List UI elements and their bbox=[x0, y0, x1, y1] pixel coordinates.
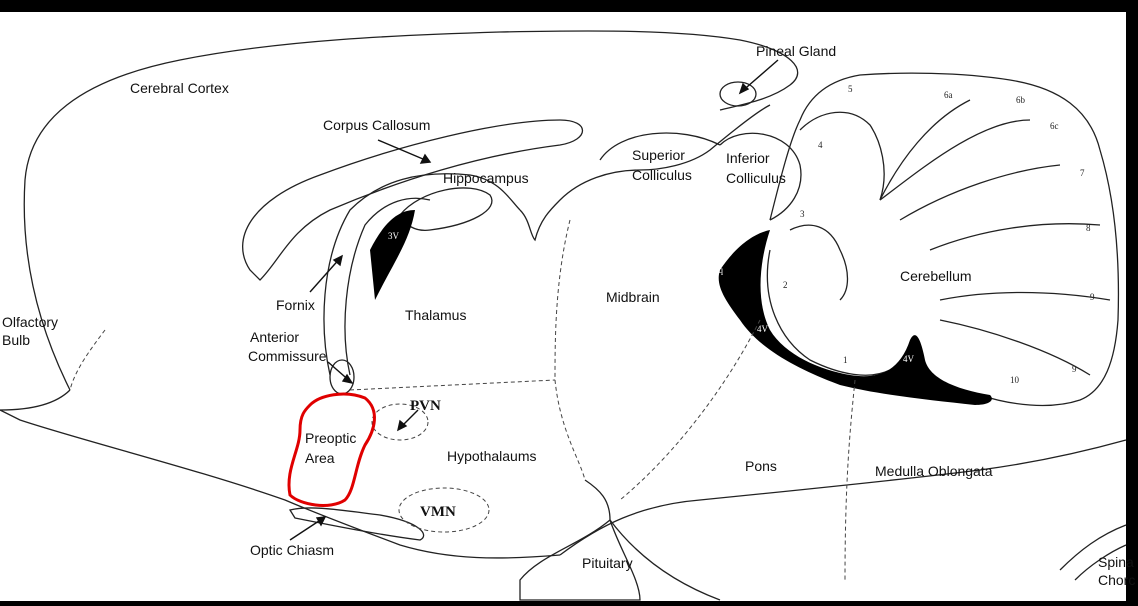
label-pons: Pons bbox=[745, 458, 777, 474]
label-4v-b: 4V bbox=[903, 354, 915, 364]
lobule-6b: 6b bbox=[1016, 95, 1026, 105]
lobule-7: 7 bbox=[1080, 168, 1085, 178]
lobule-6c: 6c bbox=[1050, 121, 1059, 131]
lobule-2: 2 bbox=[783, 280, 788, 290]
label-pineal-gland: Pineal Gland bbox=[756, 43, 836, 59]
label-inferior-colliculus-2: Colliculus bbox=[726, 170, 786, 186]
label-corpus-callosum: Corpus Callosum bbox=[323, 117, 430, 133]
label-preoptic-area-2: Area bbox=[305, 450, 335, 466]
lobule-1: 1 bbox=[843, 355, 848, 365]
lobule-5: 5 bbox=[848, 84, 853, 94]
label-anterior-commissure-1: Anterior bbox=[250, 329, 299, 345]
lobule-10: 10 bbox=[1010, 375, 1020, 385]
label-aq: Aq bbox=[712, 265, 723, 275]
lobule-8: 8 bbox=[1086, 223, 1091, 233]
label-superior-colliculus-2: Colliculus bbox=[632, 167, 692, 183]
top-border bbox=[0, 0, 1138, 12]
label-pvn: PVN bbox=[410, 398, 441, 414]
label-cerebellum: Cerebellum bbox=[900, 268, 972, 284]
right-border bbox=[1126, 0, 1138, 601]
label-3v: 3V bbox=[388, 231, 400, 241]
label-pituitary: Pituitary bbox=[582, 555, 633, 571]
label-olfactory-bulb-2: Bulb bbox=[2, 332, 30, 348]
label-spinal-cord-2: Chorc bbox=[1098, 572, 1135, 588]
label-preoptic-area-1: Preoptic bbox=[305, 430, 356, 446]
lobule-6a: 6a bbox=[944, 90, 953, 100]
lobule-4: 4 bbox=[818, 140, 823, 150]
label-4v-a: 4V bbox=[757, 324, 769, 334]
label-medulla-oblongata: Medulla Oblongata bbox=[875, 463, 993, 479]
label-olfactory-bulb-1: Olfactory bbox=[2, 314, 58, 330]
label-fornix: Fornix bbox=[276, 297, 315, 313]
label-cerebral-cortex: Cerebral Cortex bbox=[130, 80, 229, 96]
label-inferior-colliculus-1: Inferior bbox=[726, 150, 770, 166]
label-hippocampus: Hippocampus bbox=[443, 170, 529, 186]
lobule-9-a: 9 bbox=[1090, 292, 1095, 302]
label-superior-colliculus-1: Superior bbox=[632, 147, 685, 163]
label-thalamus: Thalamus bbox=[405, 307, 466, 323]
lobule-3: 3 bbox=[800, 209, 805, 219]
label-vmn: VMN bbox=[420, 504, 456, 520]
label-optic-chiasm: Optic Chiasm bbox=[250, 542, 334, 558]
label-anterior-commissure-2: Commissure bbox=[248, 348, 327, 364]
label-midbrain: Midbrain bbox=[606, 289, 660, 305]
label-hypothalamus: Hypothalaums bbox=[447, 448, 537, 464]
label-spinal-cord-1: Spina bbox=[1098, 554, 1134, 570]
lobule-9-b: 9 bbox=[1072, 364, 1077, 374]
